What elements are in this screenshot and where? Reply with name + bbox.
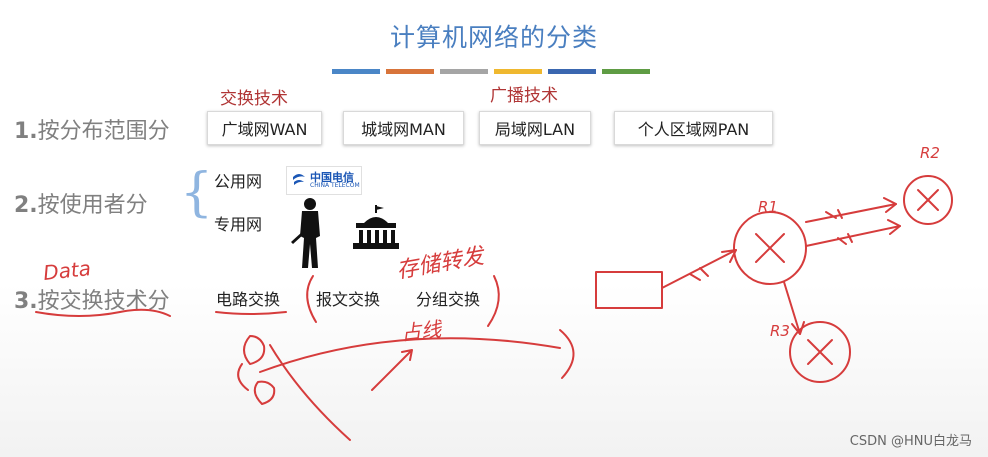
arrow-up <box>371 349 413 391</box>
right-hook <box>559 329 575 379</box>
packet-switching-label: 分组交换 <box>416 290 481 309</box>
title-bar-segment <box>602 69 650 74</box>
link-r1-r2-b <box>805 225 901 247</box>
row3-number: 3. <box>14 289 38 314</box>
link-host-r1 <box>661 249 737 289</box>
watermark: CSDN @HNU白龙马 <box>849 434 972 449</box>
source-handwriting: 占线 <box>400 317 444 345</box>
row1-heading: 1.按分布范围分 <box>14 113 170 145</box>
public-network-label: 公用网 <box>214 172 263 191</box>
logo-en-text: CHINA TELECOM <box>310 182 360 189</box>
row3-heading-text: 按交换技术分 <box>37 289 170 314</box>
government-building-icon <box>353 205 399 249</box>
broadcast-tech-label: 广播技术 <box>490 86 558 106</box>
lan-box: 局域网LAN <box>479 111 591 145</box>
row3-heading: 3.按交换技术分 <box>14 283 170 315</box>
logo-cn-text: 中国电信 <box>310 171 354 184</box>
pan-box: 个人区域网PAN <box>614 111 773 145</box>
packet-paren <box>487 275 500 327</box>
phone-cord <box>237 363 249 391</box>
user-brace: { <box>180 163 214 223</box>
row2-heading-text: 按使用者分 <box>37 193 148 218</box>
data-handwriting: Data <box>42 256 92 285</box>
link-r1-r3 <box>783 281 801 335</box>
host-box <box>595 271 663 309</box>
title-bar-segment <box>494 69 542 74</box>
phone-bottom-icon <box>253 380 276 405</box>
link-r1-r2-a <box>805 203 897 223</box>
router-r3 <box>789 321 851 383</box>
arc-curve <box>259 337 561 373</box>
message-paren <box>306 275 317 323</box>
title-bar-segment <box>548 69 596 74</box>
telecom-swirl-icon <box>293 174 305 185</box>
title-bar-segment <box>386 69 434 74</box>
private-network-label: 专用网 <box>214 215 263 234</box>
circuit-switching-label: 电路交换 <box>216 290 281 309</box>
man-box: 城域网MAN <box>343 111 464 145</box>
page-title: 计算机网络的分类 <box>389 23 598 52</box>
title-bar-segment <box>440 69 488 74</box>
message-switching-label: 报文交换 <box>316 290 381 309</box>
row1-number: 1. <box>14 119 38 144</box>
wan-box: 广域网WAN <box>207 111 322 145</box>
left-arc <box>269 344 351 441</box>
row2-heading: 2.按使用者分 <box>14 187 148 219</box>
title-bar-segment <box>332 69 380 74</box>
underline-circuit <box>215 311 287 315</box>
row1-heading-text: 按分布范围分 <box>37 119 170 144</box>
router-r1 <box>733 211 807 285</box>
r1-label: R1 <box>758 198 778 216</box>
router-r2 <box>903 175 953 225</box>
store-forward-handwriting: 存储转发 <box>395 244 488 284</box>
china-telecom-logo: 中国电信 CHINA TELECOM <box>286 166 362 195</box>
phone-top-icon <box>243 335 266 365</box>
soldier-icon <box>291 198 320 268</box>
row2-number: 2. <box>14 193 38 218</box>
r2-label: R2 <box>920 144 940 162</box>
r3-label: R3 <box>770 322 790 340</box>
switching-tech-label: 交换技术 <box>220 89 288 109</box>
